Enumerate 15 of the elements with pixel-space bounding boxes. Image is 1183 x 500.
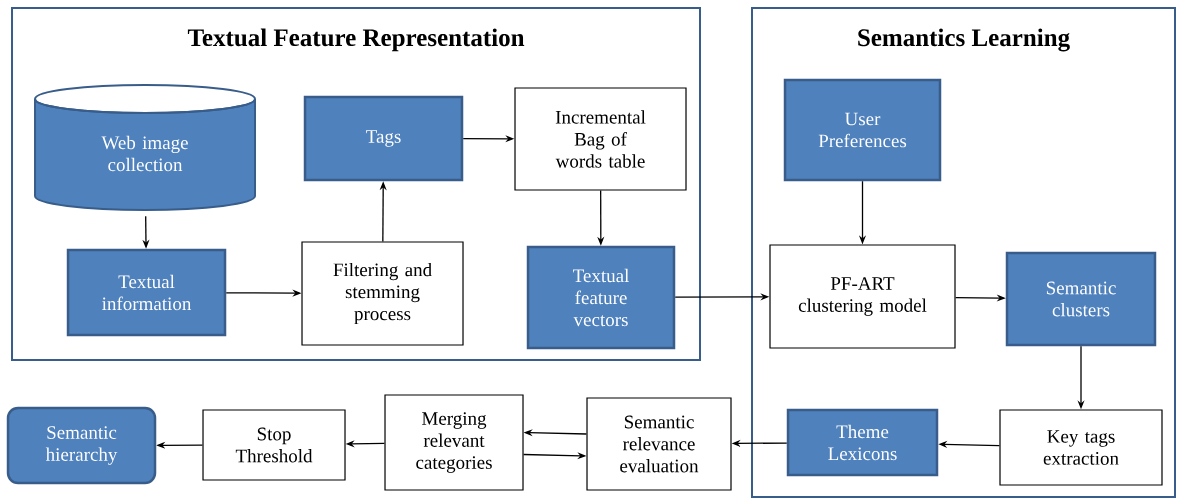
process-box: Key tags extraction <box>999 409 1163 486</box>
process-box: Textual information <box>66 248 227 337</box>
process-box: Semantic hierarchy <box>6 406 157 485</box>
database-cylinder: Web image collection <box>34 84 256 211</box>
process-box: Merging relevant categories <box>384 394 524 491</box>
process-box: User Preferences <box>783 78 942 182</box>
process-box: Incremental Bag of words table <box>514 87 687 191</box>
process-box: Semantic clusters <box>1005 251 1157 347</box>
process-box: Semantic relevance evaluation <box>586 397 732 491</box>
process-box: Tags <box>303 95 464 182</box>
process-box: Theme Lexicons <box>786 408 939 477</box>
process-box: Textual feature vectors <box>526 245 676 350</box>
process-box: PF-ART clustering model <box>769 244 956 349</box>
process-box: Stop Threshold <box>202 409 346 481</box>
process-box: Filtering and stemming process <box>301 241 464 346</box>
